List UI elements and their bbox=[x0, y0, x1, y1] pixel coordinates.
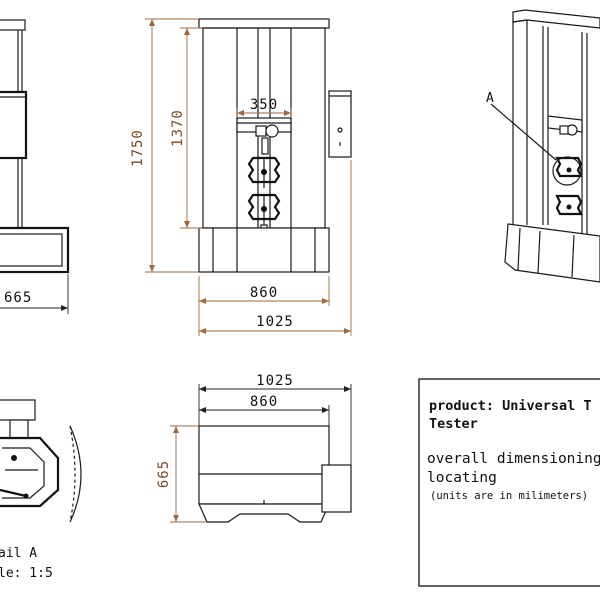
lower-grip-icon bbox=[247, 193, 281, 230]
dim-total-height: 1750 bbox=[130, 129, 146, 167]
dim-base-width: 860 bbox=[250, 285, 278, 301]
dim-side-width: 665 bbox=[4, 290, 32, 306]
title-product-line1: product: Universal T bbox=[429, 398, 592, 414]
title-block: product: Universal T Tester overall dime… bbox=[418, 378, 600, 587]
dim-top-depth: 665 bbox=[156, 460, 172, 488]
dim-column-height: 1370 bbox=[170, 109, 186, 147]
title-description-line2: locating bbox=[427, 470, 497, 486]
top-view: 1025 860 665 bbox=[156, 373, 352, 523]
iso-upper-grip-icon bbox=[555, 124, 583, 178]
title-units-note: (units are in milimeters) bbox=[430, 490, 588, 502]
dim-top-inner-width: 860 bbox=[250, 394, 278, 410]
detail-marker-label: A bbox=[486, 91, 494, 106]
title-product-line2: Tester bbox=[429, 416, 478, 432]
detail-a-view: ail A le: 1:5 bbox=[0, 399, 82, 581]
dim-total-width: 1025 bbox=[256, 314, 294, 330]
detail-caption-title: ail A bbox=[0, 546, 37, 561]
side-view: 665 bbox=[0, 19, 70, 314]
dim-top-total-width: 1025 bbox=[256, 373, 294, 389]
front-view: 1750 1370 350 860 1025 bbox=[130, 18, 352, 336]
iso-lower-grip-icon bbox=[555, 194, 583, 216]
upper-grip-icon bbox=[247, 124, 281, 188]
dim-crosshead-width: 350 bbox=[250, 97, 278, 113]
detail-caption-scale: le: 1:5 bbox=[0, 566, 53, 581]
title-description-line1: overall dimensioning bbox=[427, 451, 600, 467]
isometric-view: A bbox=[486, 9, 600, 283]
